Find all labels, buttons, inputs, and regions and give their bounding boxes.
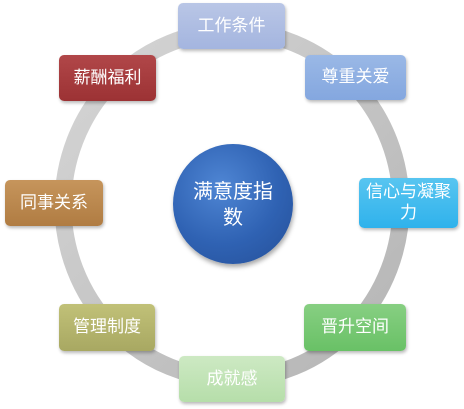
node-work-conditions: 工作条件 (178, 3, 285, 49)
node-management-system: 管理制度 (59, 304, 155, 351)
node-confidence-cohesion: 信心与凝聚力 (359, 178, 458, 228)
center-circle: 满意度指数 (173, 144, 293, 264)
node-achievement: 成就感 (179, 356, 285, 402)
node-promotion-space: 晋升空间 (304, 304, 406, 351)
node-respect-care: 尊重关爱 (305, 55, 406, 100)
node-colleague-relations: 同事关系 (5, 180, 103, 226)
center-label: 满意度指数 (193, 179, 273, 229)
node-label: 尊重关爱 (321, 67, 390, 87)
node-label: 晋升空间 (321, 317, 389, 337)
node-label: 成就感 (206, 368, 258, 389)
node-label: 薪酬福利 (73, 67, 142, 88)
node-label: 管理制度 (73, 317, 141, 337)
node-label: 同事关系 (20, 192, 88, 213)
node-salary-benefits: 薪酬福利 (59, 55, 156, 101)
node-label: 信心与凝聚力 (366, 182, 451, 223)
node-label: 工作条件 (197, 15, 266, 36)
